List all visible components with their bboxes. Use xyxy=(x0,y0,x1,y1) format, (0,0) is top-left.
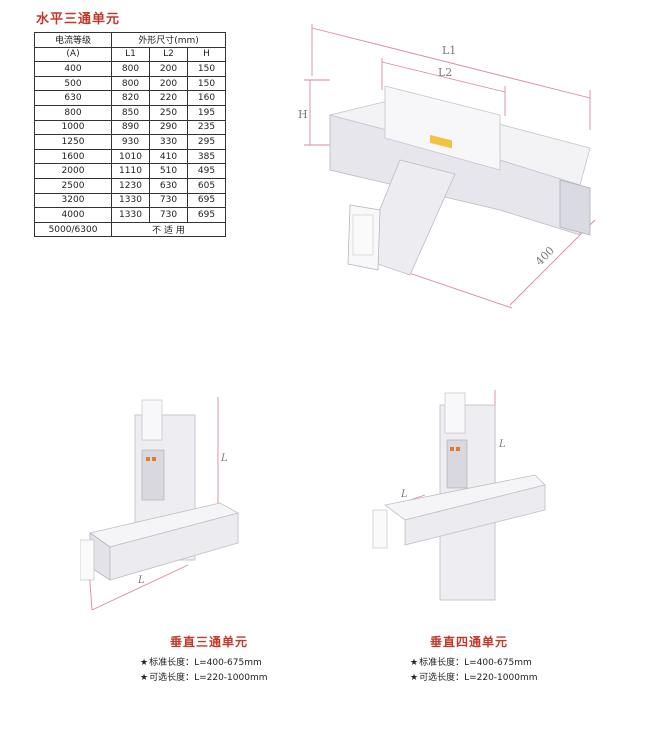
cell-l2: 330 xyxy=(149,134,188,150)
header-l2: L2 xyxy=(149,46,188,63)
header-rating: 电流等级 xyxy=(34,32,112,48)
cell-h: 495 xyxy=(187,163,226,179)
cell-rating: 500 xyxy=(34,75,112,92)
dim-label-l-horizontal: L xyxy=(137,575,145,586)
section-title: 水平三通单元 xyxy=(36,12,121,27)
vertical-cross-diagram: L L xyxy=(372,390,546,601)
cell-h: 150 xyxy=(187,61,226,77)
vertical-tee-diagram: L L xyxy=(80,397,240,611)
cell-rating: 2000 xyxy=(34,163,112,179)
header-l1: L1 xyxy=(111,46,150,63)
cell-rating: 5000/6300 xyxy=(34,221,112,238)
cell-rating: 630 xyxy=(34,90,112,106)
star-icon: ★ xyxy=(140,658,149,668)
star-icon: ★ xyxy=(140,673,149,683)
cell-h: 195 xyxy=(187,104,226,121)
header-dimensions: 外形尺寸(mm) xyxy=(111,32,226,48)
cell-h: 235 xyxy=(187,119,226,136)
cell-h: 160 xyxy=(187,90,226,106)
cell-rating: 4000 xyxy=(34,207,112,223)
star-icon: ★ xyxy=(410,658,419,668)
cell-l2: 630 xyxy=(149,177,188,194)
cell-l1: 1230 xyxy=(111,177,150,194)
cell-l1: 820 xyxy=(111,90,150,106)
cell-rating: 400 xyxy=(34,61,112,77)
cell-l2: 250 xyxy=(149,104,188,121)
cell-l1: 1010 xyxy=(111,148,150,165)
cell-rating: 1250 xyxy=(34,134,112,150)
cell-l2: 200 xyxy=(149,61,188,77)
table-row-last: 5000/6300 不 适 用 xyxy=(34,221,226,238)
cell-l1: 930 xyxy=(111,134,150,150)
vertical-tee-body xyxy=(80,399,240,581)
dim-label-l-vertical: L xyxy=(498,439,506,450)
vertical-tee-optional-length: ★可选长度：L=220-1000mm xyxy=(140,670,268,683)
header-h: H xyxy=(187,46,226,63)
cell-l1: 800 xyxy=(111,61,150,77)
standard-length-text: 标准长度：L=400-675mm xyxy=(419,658,532,668)
cell-h: 385 xyxy=(187,148,226,165)
optional-length-text: 可选长度：L=220-1000mm xyxy=(419,673,538,683)
cell-l1: 800 xyxy=(111,75,150,92)
table-header-row: 电流等级 外形尺寸(mm) xyxy=(34,32,226,48)
cell-l2: 730 xyxy=(149,207,188,223)
cell-l1: 890 xyxy=(111,119,150,136)
vertical-cross-title: 垂直四通单元 xyxy=(430,635,509,649)
vertical-cross-optional-length: ★可选长度：L=220-1000mm xyxy=(410,670,538,683)
dim-label-l-horizontal: L xyxy=(400,489,408,500)
cell-l1: 850 xyxy=(111,104,150,121)
vertical-cross-standard-length: ★标准长度：L=400-675mm xyxy=(410,655,532,668)
cell-l1: 1110 xyxy=(111,163,150,179)
cell-l2: 220 xyxy=(149,90,188,106)
cell-not-applicable: 不 适 用 xyxy=(111,221,226,238)
cell-l1: 1330 xyxy=(111,207,150,223)
header-unit: (A) xyxy=(34,46,112,63)
label-sticker xyxy=(430,134,452,149)
cell-l2: 200 xyxy=(149,75,188,92)
cell-rating: 1000 xyxy=(34,119,112,136)
dim-label-depth: 400 xyxy=(533,244,557,268)
dim-label-l-vertical: L xyxy=(220,453,228,464)
vertical-tee-standard-length: ★标准长度：L=400-675mm xyxy=(140,655,262,668)
vertical-tee-title: 垂直三通单元 xyxy=(170,635,249,649)
horizontal-tee-diagram: L1 L2 H 400 xyxy=(298,24,596,309)
cell-l2: 510 xyxy=(149,163,188,179)
cell-rating: 800 xyxy=(34,104,112,121)
standard-length-text: 标准长度：L=400-675mm xyxy=(149,658,262,668)
dim-label-h: H xyxy=(298,108,308,121)
cell-l2: 410 xyxy=(149,148,188,165)
vertical-cross-body xyxy=(372,392,546,601)
table-subheader-row: (A) L1 L2 H xyxy=(34,46,226,63)
cell-l1: 1330 xyxy=(111,192,150,209)
dim-label-l1: L1 xyxy=(442,44,456,57)
cell-h: 695 xyxy=(187,192,226,209)
cell-rating: 2500 xyxy=(34,177,112,194)
cell-h: 295 xyxy=(187,134,226,150)
dim-label-l2: L2 xyxy=(438,66,452,79)
cell-h: 150 xyxy=(187,75,226,92)
optional-length-text: 可选长度：L=220-1000mm xyxy=(149,673,268,683)
cell-l2: 730 xyxy=(149,192,188,209)
horizontal-tee-body xyxy=(329,85,591,276)
star-icon: ★ xyxy=(410,673,419,683)
cell-l2: 290 xyxy=(149,119,188,136)
cell-h: 695 xyxy=(187,207,226,223)
cell-h: 605 xyxy=(187,177,226,194)
cell-rating: 1600 xyxy=(34,148,112,165)
cell-rating: 3200 xyxy=(34,192,112,209)
